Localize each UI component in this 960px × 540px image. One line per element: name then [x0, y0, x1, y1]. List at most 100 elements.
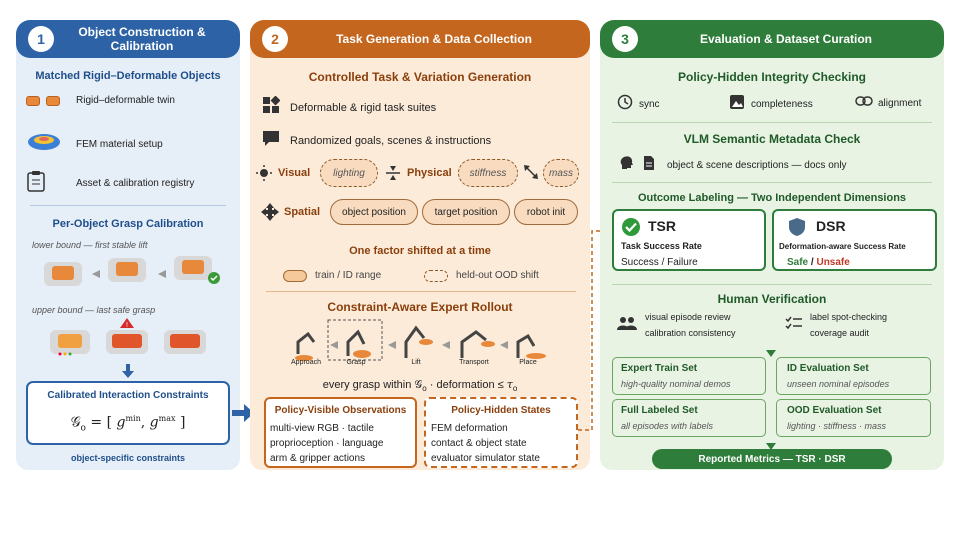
svg-text:!: ! [126, 322, 128, 329]
move-arrows-icon [261, 203, 279, 226]
set-expert-train-title: Expert Train Set [621, 363, 698, 374]
tsr-failure: Failure [667, 257, 698, 268]
set-full-labeled-desc: all episodes with labels [621, 421, 714, 431]
dsr-label: DSR [816, 218, 846, 234]
policy-hidden-box [424, 397, 578, 468]
constraints-formula: 𝒢o = [ gmin, gmax ] [26, 414, 230, 433]
fem-mesh-icon [26, 132, 70, 157]
formula-gmax: g [149, 414, 159, 431]
rollout-title: Constraint-Aware Expert Rollout [327, 300, 513, 314]
dsr-desc: Deformation-aware Success Rate [779, 242, 906, 251]
set-full-labeled [612, 399, 766, 437]
checklist-icon [785, 316, 803, 335]
divider [612, 182, 932, 183]
human-left-1: visual episode review [645, 312, 731, 322]
integrity-alignment: alignment [855, 94, 921, 112]
set-full-labeled-title: Full Labeled Set [621, 405, 698, 416]
controlled-generation-title: Controlled Task & Variation Generation [308, 70, 532, 84]
panel3-header: 3 Evaluation & Dataset Curation [600, 20, 944, 58]
step-approach: Approach [291, 359, 321, 366]
rollout-sequence [286, 318, 556, 373]
twin-label: Rigid–deformable twin [76, 95, 175, 106]
formula-min: min [125, 414, 141, 423]
list-item-suites: Deformable & rigid task suites [262, 95, 437, 119]
resize-arrows-icon [523, 164, 539, 185]
hidden-line-2: contact & object state [431, 438, 527, 449]
grid-icon [262, 95, 286, 119]
stiffness-pill: stiffness [458, 159, 518, 187]
list-item-registry: Asset & calibration registry [26, 170, 194, 197]
upper-bound-gripper-sequence: ! [46, 316, 216, 365]
hidden-line-3: evaluator simulator state [431, 453, 540, 464]
vlm-row: object & scene descriptions — docs only [619, 155, 847, 176]
integrity-completeness: completeness [729, 94, 813, 115]
dsr-card [772, 209, 937, 271]
check-circle-icon [621, 217, 641, 242]
dsr-safe: Safe [787, 257, 809, 268]
human-right-1: label spot-checking [810, 312, 888, 322]
integrity-sync: sync [617, 94, 660, 115]
tsr-slash: / [658, 257, 668, 268]
spatial-label: Spatial [284, 206, 321, 218]
human-right-2: coverage audit [810, 328, 870, 338]
visible-line-1: multi-view RGB · tactile [270, 423, 374, 434]
right-arrow-icon [232, 404, 254, 427]
divider [612, 122, 932, 123]
policy-visible-title: Policy-Visible Observations [274, 405, 407, 416]
tau-sym: τ [506, 378, 513, 391]
vlm-title: VLM Semantic Metadata Check [683, 132, 861, 146]
hidden-line-1: FEM deformation [431, 423, 508, 434]
set-expert-train [612, 357, 766, 395]
formula-g: 𝒢 [70, 414, 81, 431]
visible-line-3: arm & gripper actions [270, 453, 366, 464]
step-lift: Lift [411, 359, 421, 366]
chat-bubble-icon [262, 129, 286, 152]
divider [612, 284, 932, 285]
constraints-footer: object-specific constraints [70, 453, 186, 463]
robot-init-pill: robot init [514, 199, 578, 225]
registry-label: Asset & calibration registry [76, 178, 195, 189]
completeness-label: completeness [751, 99, 813, 110]
object-position-pill: object position [330, 199, 418, 225]
integrity-title: Policy-Hidden Integrity Checking [677, 70, 867, 84]
set-id-eval [776, 357, 931, 395]
legend-train-label: train / ID range [315, 270, 382, 281]
brain-head-icon [619, 155, 635, 176]
target-position-pill: target position [422, 199, 510, 225]
divider [266, 291, 576, 292]
suites-label: Deformable & rigid task suites [290, 101, 437, 114]
panel-task-generation [250, 26, 590, 470]
list-item-randomized: Randomized goals, scenes & instructions [262, 129, 491, 152]
panel2-number: 2 [262, 26, 288, 52]
dsr-outcomes: Safe / Unsafe [787, 257, 850, 268]
formula-eq: = [ [85, 414, 117, 431]
tsr-desc: Task Success Rate [621, 241, 702, 251]
randomized-label: Randomized goals, scenes & instructions [290, 134, 492, 147]
dsr-slash: / [808, 257, 817, 268]
compress-icon [386, 164, 400, 187]
deform-text: · deformation ≤ [426, 379, 507, 391]
set-id-eval-title: ID Evaluation Set [787, 363, 869, 374]
calibrated-constraints-box [26, 381, 230, 445]
lower-bound-gripper-sequence [38, 252, 228, 299]
sync-label: sync [639, 99, 660, 110]
shield-icon [788, 217, 806, 242]
lower-bound-caption: lower bound — first stable lift [32, 240, 148, 250]
grasp-text: every grasp within [322, 379, 415, 391]
legend-ood-swatch [424, 270, 448, 282]
sun-icon [256, 165, 272, 186]
outcome-title: Outcome Labeling — Two Independent Dimen… [637, 192, 907, 204]
formula-comma: , [140, 414, 150, 431]
grasp-calibration-title: Per-Object Grasp Calibration [52, 218, 204, 230]
step-transport: Transport [459, 359, 489, 366]
panel1-title: Object Construction & Calibration [78, 25, 206, 53]
list-item-twin: Rigid–deformable twin [26, 95, 175, 106]
panel2-title: Task Generation & Data Collection [336, 32, 532, 46]
set-ood-eval [776, 399, 931, 437]
set-ood-eval-title: OOD Evaluation Set [787, 405, 882, 416]
down-arrow-icon [766, 439, 776, 457]
tsr-outcomes: Success / Failure [621, 257, 698, 268]
list-item-fem: FEM material setup [26, 132, 163, 157]
tsr-success: Success [621, 257, 659, 268]
clipboard-icon [26, 170, 70, 197]
